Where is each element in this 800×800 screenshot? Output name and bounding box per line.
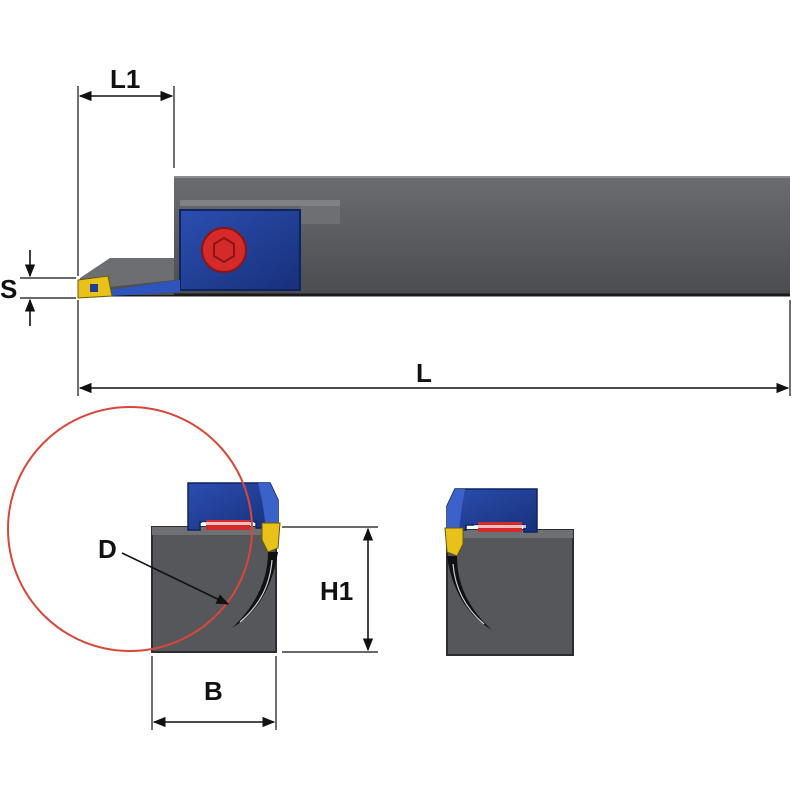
front-shank-mirror-bevel: [447, 530, 573, 538]
clamp-lip: [110, 280, 180, 296]
front-screw-gap: [202, 522, 254, 525]
clamp-block-edge: [179, 209, 301, 291]
front-blade-curve-mirror: [447, 556, 492, 630]
front-shank-top-bevel: [152, 527, 276, 535]
l-label: L: [416, 358, 432, 388]
d-circle: [7, 406, 253, 652]
front-screw-gap-mirror: [474, 525, 526, 528]
front-blade-highlight-mirror: [452, 563, 485, 625]
front-clamp-mirror-face: [447, 489, 465, 530]
h1-label: H1: [320, 576, 353, 606]
front-insert-mirror: [444, 527, 464, 557]
front-view-right-hand: D H1 B: [7, 406, 378, 730]
side-view: L1 S L: [0, 64, 791, 396]
l1-label: L1: [110, 64, 140, 94]
front-insert: [261, 522, 281, 553]
front-shank: [151, 526, 277, 653]
front-blade-highlight: [239, 559, 273, 623]
s-label: S: [0, 274, 17, 304]
clamp-recess-shadow: [180, 200, 340, 206]
screw-icon: [201, 227, 247, 273]
d-leader: [121, 552, 230, 605]
screw-hex-socket: [213, 236, 235, 264]
front-view-left-hand: [444, 488, 574, 656]
d-label: D: [98, 534, 117, 564]
insert-notch: [90, 284, 98, 292]
b-label: B: [204, 676, 223, 706]
front-shank-mirror: [446, 529, 574, 656]
front-blade-curve: [232, 552, 278, 628]
front-clamp-face: [258, 483, 278, 528]
